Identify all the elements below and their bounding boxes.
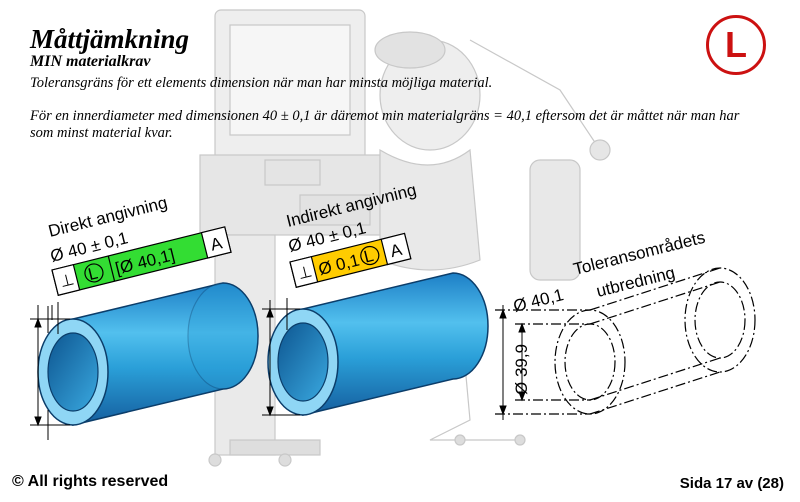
page-subtitle: MIN materialkrav: [30, 53, 151, 70]
lmc-modifier-icon: [84, 263, 104, 283]
left-frame-datum: A: [208, 233, 224, 254]
tolerance-zone-phantom: [495, 267, 756, 415]
middle-feature-control-frame: ⊥ Ø 0,1 L A: [289, 232, 412, 288]
middle-lmc-modifier-icon: [360, 245, 380, 266]
middle-dimension-lines: [262, 298, 300, 417]
lmc-badge-icon: L: [706, 15, 766, 75]
page-title: Måttjämkning: [30, 24, 190, 54]
left-feature-control-frame: ⊥ L [Ø 40,1] A: [51, 226, 232, 296]
right-inner-dimension: Ø 39,9: [512, 344, 531, 395]
background-cartoon: [199, 9, 611, 467]
perpendicularity-symbol: ⊥: [58, 269, 76, 291]
right-outer-dimension: Ø 40,1: [511, 285, 565, 316]
explanation-paragraph: För en innerdiameter med dimensionen 40 …: [30, 108, 740, 141]
middle-frame-datum: A: [388, 240, 404, 261]
definition-text: Toleransgräns för ett elements dimension…: [30, 75, 493, 91]
page-number: Sida 17 av (28): [679, 475, 784, 492]
middle-perpendicularity-symbol: ⊥: [296, 261, 314, 283]
left-dimension-lines: [30, 305, 70, 440]
badge-letter: L: [725, 24, 747, 65]
copyright-text: © All rights reserved: [12, 473, 169, 490]
right-dimension-lines: [499, 305, 526, 420]
middle-cylinder: [267, 272, 489, 416]
left-cylinder: [37, 282, 259, 426]
